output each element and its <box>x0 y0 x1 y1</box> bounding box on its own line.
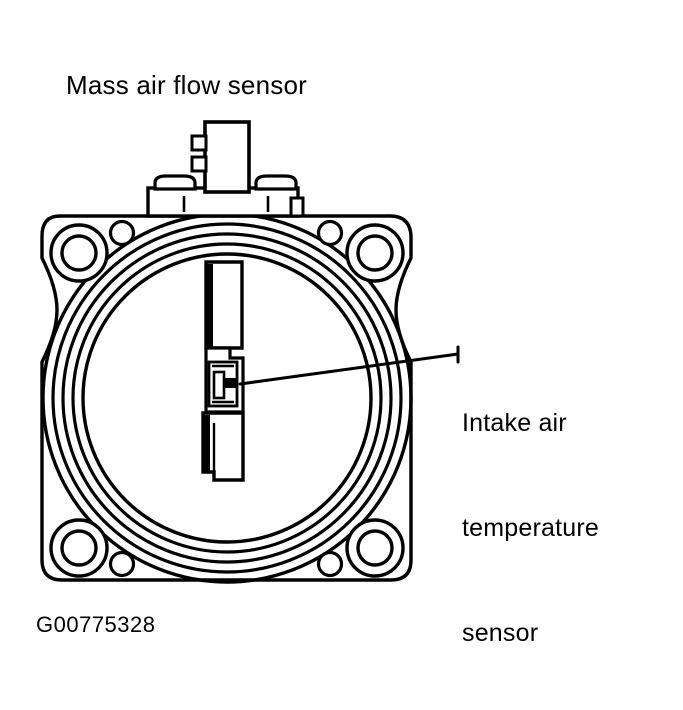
connector-latch-tab-upper <box>190 134 208 152</box>
figure-id-caption: G00775328 <box>36 612 156 637</box>
bore-ring-5 <box>81 252 373 544</box>
sensor-lower-block-shading <box>203 415 210 472</box>
bore-ring-4 <box>71 242 383 554</box>
callout-leader-line <box>238 352 460 386</box>
locator-holes-group <box>108 219 344 578</box>
connector-bump-right <box>254 174 298 191</box>
connector-assembly-group <box>146 120 305 218</box>
connector-bump-left <box>153 174 197 191</box>
bolt-bosses-group <box>49 223 405 578</box>
locator-hole-bottom-left <box>108 550 136 578</box>
locator-hole-top-left <box>108 219 136 247</box>
bore-rings-group <box>41 212 413 584</box>
sensor-column-shading <box>206 264 213 348</box>
iat-sensor-element <box>212 370 226 400</box>
bolt-boss-bottom-left-inner <box>60 529 98 567</box>
mass-air-flow-sensor-label: Mass air flow sensor <box>66 70 307 100</box>
iat-sensor-detail-group <box>207 360 239 408</box>
callout-label-line-2: temperature <box>462 514 599 542</box>
bolt-boss-bottom-right-inner <box>356 529 394 567</box>
callout-leader-group <box>238 345 460 386</box>
bolt-boss-top-left-inner <box>60 234 98 272</box>
connector-plug-body <box>203 120 251 194</box>
bore-ring-2 <box>51 222 403 574</box>
iat-sensor-tip <box>224 378 238 388</box>
connector-latch-tab-lower <box>190 155 208 173</box>
locator-hole-bottom-right <box>316 550 344 578</box>
bore-ring-3 <box>61 232 393 564</box>
locator-hole-top-right <box>316 219 344 247</box>
intake-air-temperature-sensor-label: Intake air temperature sensor <box>462 336 599 710</box>
sensor-column-group <box>201 260 245 482</box>
callout-label-line-1: Intake air <box>462 409 567 437</box>
bolt-boss-top-right-inner <box>356 234 394 272</box>
connector-base-right-tab <box>289 196 305 218</box>
callout-label-line-3: sensor <box>462 619 539 647</box>
